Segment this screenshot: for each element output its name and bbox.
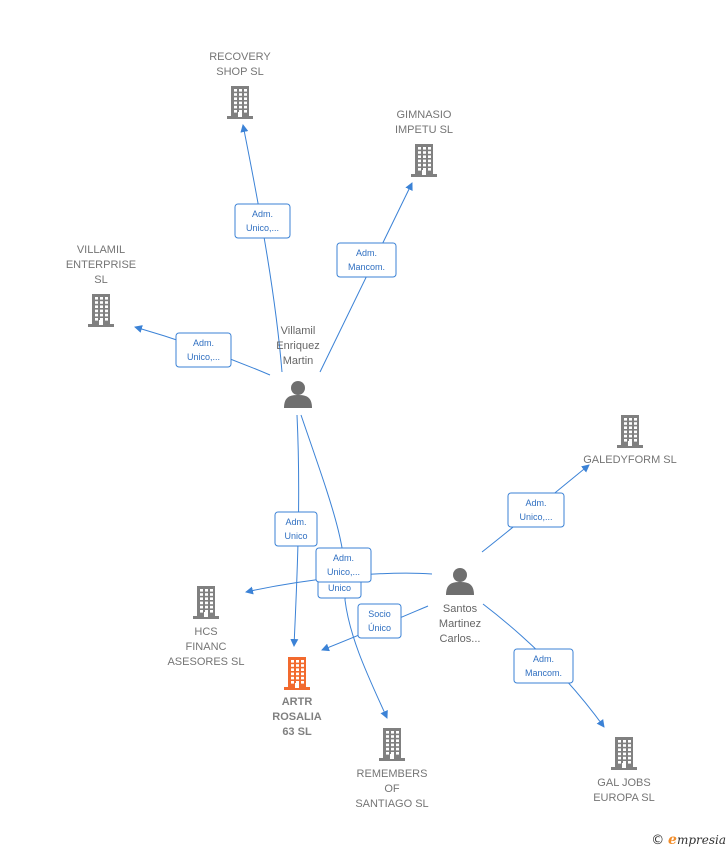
person-label: Enriquez <box>276 340 319 352</box>
company-label: HCS <box>194 626 217 638</box>
company-artr[interactable]: ARTR ROSALIA 63 SL <box>272 657 322 738</box>
edge-line <box>240 124 283 373</box>
company-label: EUROPA SL <box>593 792 655 804</box>
copyright: © empresia <box>651 832 726 848</box>
person-label: Martinez <box>439 618 481 630</box>
edge-label-text: Adm. <box>252 209 273 219</box>
company-label: ARTR <box>282 696 313 708</box>
edge-label-box[interactable] <box>274 511 318 547</box>
copyright-symbol: © <box>651 833 665 848</box>
edge-label-box[interactable] <box>234 203 291 239</box>
person-icon <box>446 568 474 595</box>
building-icon <box>611 737 637 770</box>
company-label: GIMNASIO <box>396 109 451 121</box>
person-label: Santos <box>443 603 478 615</box>
edge-e6: Adm. Unico,... <box>245 547 433 595</box>
edge-label-box[interactable] <box>315 547 372 583</box>
company-label: GALEDYFORM SL <box>583 454 677 466</box>
edge-label-text: Unico <box>284 531 307 541</box>
brand-name: mpresia <box>676 833 726 847</box>
company-label: ASESORES SL <box>167 656 244 668</box>
edge-e9: Adm. Mancom. <box>482 603 605 728</box>
edge-e1: Adm. Unico,... <box>234 124 291 373</box>
company-label: ENTERPRISE <box>66 259 136 271</box>
edge-e3: Adm. Unico,... <box>134 325 271 376</box>
edge-label-text: Unico,... <box>246 223 279 233</box>
edge-label-text: Socio <box>368 609 391 619</box>
company-label: IMPETU SL <box>395 124 453 136</box>
building-icon <box>227 86 253 119</box>
company-galedyform[interactable]: GALEDYFORM SL <box>583 415 677 466</box>
company-label: REMEMBERS <box>357 768 428 780</box>
edge-line <box>319 182 413 373</box>
edge-e4: Adm. Unico <box>274 414 318 647</box>
edge-label-text: Adm. <box>525 498 546 508</box>
building-icon <box>88 294 114 327</box>
building-icon <box>411 144 437 177</box>
building-icon <box>617 415 643 448</box>
company-label: RECOVERY <box>209 51 271 63</box>
edge-label-text: Adm. <box>533 654 554 664</box>
person-label: Villamil <box>281 325 316 337</box>
company-label: GAL JOBS <box>597 777 650 789</box>
edge-label-text: Adm. <box>356 248 377 258</box>
edge-label-box[interactable] <box>336 242 397 278</box>
edge-label-text: Mancom. <box>348 262 385 272</box>
company-recovery[interactable]: RECOVERY SHOP SL <box>209 51 271 119</box>
company-label: 63 SL <box>282 726 312 738</box>
edge-label-text: Unico,... <box>327 567 360 577</box>
company-galjobs[interactable]: GAL JOBS EUROPA SL <box>593 737 655 804</box>
brand-initial: e <box>668 832 677 848</box>
edge-label-box[interactable] <box>507 492 565 528</box>
edge-label-text: Adm. <box>333 553 354 563</box>
company-label: SL <box>94 274 107 286</box>
person-label: Martin <box>283 355 314 367</box>
building-icon <box>193 586 219 619</box>
company-label: SANTIAGO SL <box>355 798 428 810</box>
edge-label-text: Único <box>368 623 391 633</box>
person-santos[interactable]: SantosMartinezCarlos... <box>439 568 481 645</box>
edge-label-text: Unico,... <box>519 512 552 522</box>
company-hcs[interactable]: HCS FINANC ASESORES SL <box>167 586 245 668</box>
company-label: FINANC <box>186 641 227 653</box>
building-icon <box>284 657 310 690</box>
company-remembers[interactable]: REMEMBERS OF SANTIAGO SL <box>355 728 429 810</box>
person-icon <box>284 381 312 408</box>
edge-label-text: Unico <box>328 583 351 593</box>
edge-e7: Adm. Unico,... <box>481 464 590 553</box>
edge-label-text: Adm. <box>285 517 306 527</box>
edge-label-text: Adm. <box>193 338 214 348</box>
edge-line-tail <box>344 599 388 719</box>
nodes-layer: RECOVERY SHOP SL GIMNASIO IMPETU SL VILLAMIL… <box>66 51 677 810</box>
edge-label-box[interactable] <box>513 648 574 684</box>
company-gimnasio[interactable]: GIMNASIO IMPETU SL <box>395 109 453 177</box>
building-icon <box>379 728 405 761</box>
company-label: ROSALIA <box>272 711 322 723</box>
company-villamil-ent[interactable]: VILLAMIL ENTERPRISE SL <box>66 244 136 327</box>
company-label: SHOP SL <box>216 66 264 78</box>
edge-label-box[interactable] <box>175 332 232 368</box>
company-label: VILLAMIL <box>77 244 125 256</box>
edges-layer: Adm.Unico,...Adm.Mancom.Adm.Unico,...Adm… <box>134 124 605 728</box>
edge-label-box[interactable] <box>357 603 402 639</box>
edge-e2: Adm. Mancom. <box>319 182 413 373</box>
edge-label-text: Unico,... <box>187 352 220 362</box>
edge-label-text: Mancom. <box>525 668 562 678</box>
person-label: Carlos... <box>440 633 481 645</box>
company-label: OF <box>384 783 400 795</box>
